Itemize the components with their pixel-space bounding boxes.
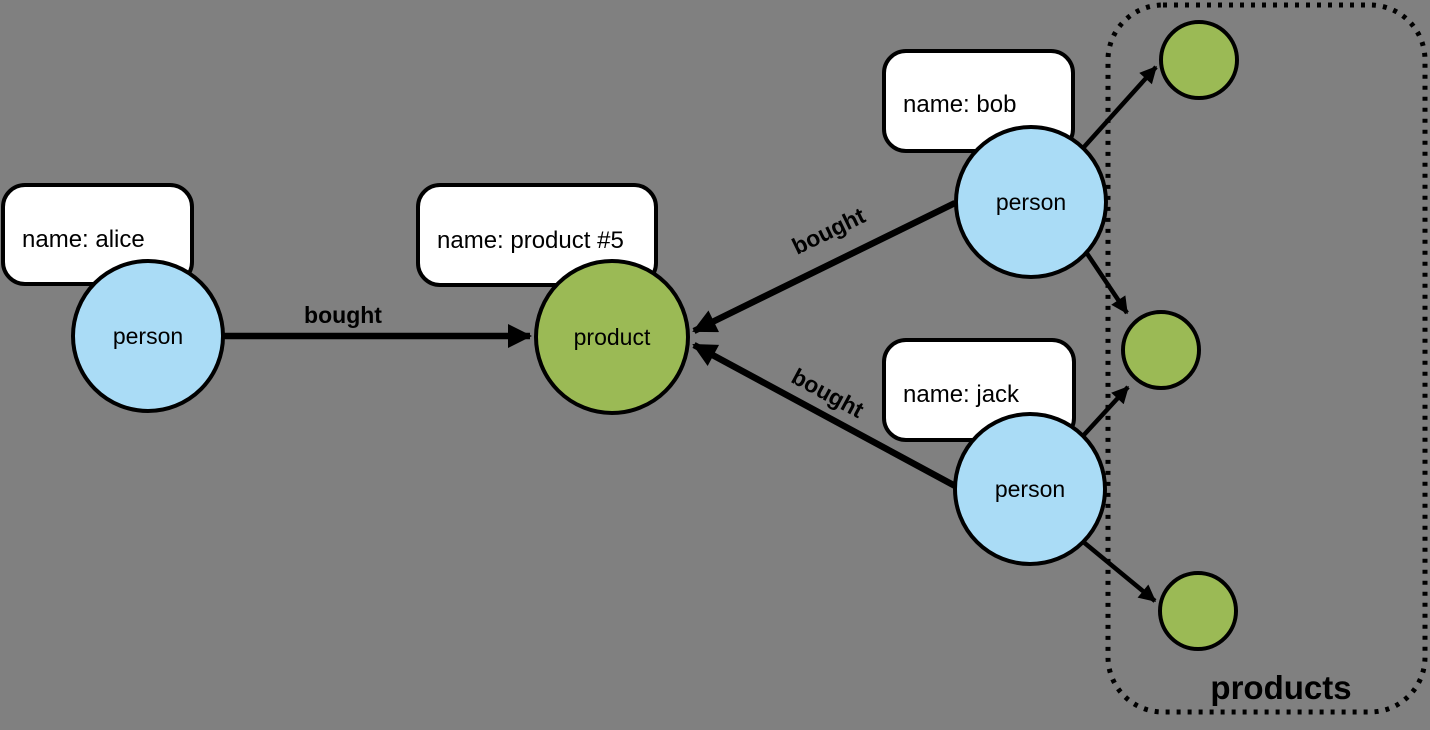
node-person-alice: [71, 259, 225, 413]
node-product-small-middle: [1121, 310, 1201, 390]
edge-bob-product-top: [1082, 65, 1158, 149]
property-label-alice: name: alice: [22, 226, 145, 253]
edge-jack-product-bottom: [1079, 538, 1157, 603]
edge-bob-bought-product: [692, 200, 957, 334]
node-product-small-top: [1159, 20, 1239, 100]
edge-bob-product-middle: [1084, 250, 1129, 315]
property-box-product5: [416, 183, 658, 287]
node-label-jack: person: [995, 476, 1065, 502]
node-person-bob: [954, 125, 1108, 279]
node-person-jack: [953, 412, 1107, 566]
products-group-label: products: [1210, 669, 1351, 706]
node-product5: [534, 259, 690, 415]
products-group-box: [1105, 2, 1428, 715]
edge-jack-product-middle: [1080, 385, 1130, 439]
property-label-bob: name: bob: [903, 91, 1016, 118]
node-product-small-bottom: [1158, 571, 1238, 651]
edge-label-alice-bought: bought: [304, 302, 382, 328]
node-label-product5: product: [574, 324, 651, 350]
node-label-bob: person: [996, 189, 1066, 215]
edge-jack-bought-product: [692, 342, 959, 490]
property-label-product5: name: product #5: [437, 227, 624, 254]
property-label-jack: name: jack: [903, 381, 1020, 408]
node-label-alice: person: [113, 323, 183, 349]
